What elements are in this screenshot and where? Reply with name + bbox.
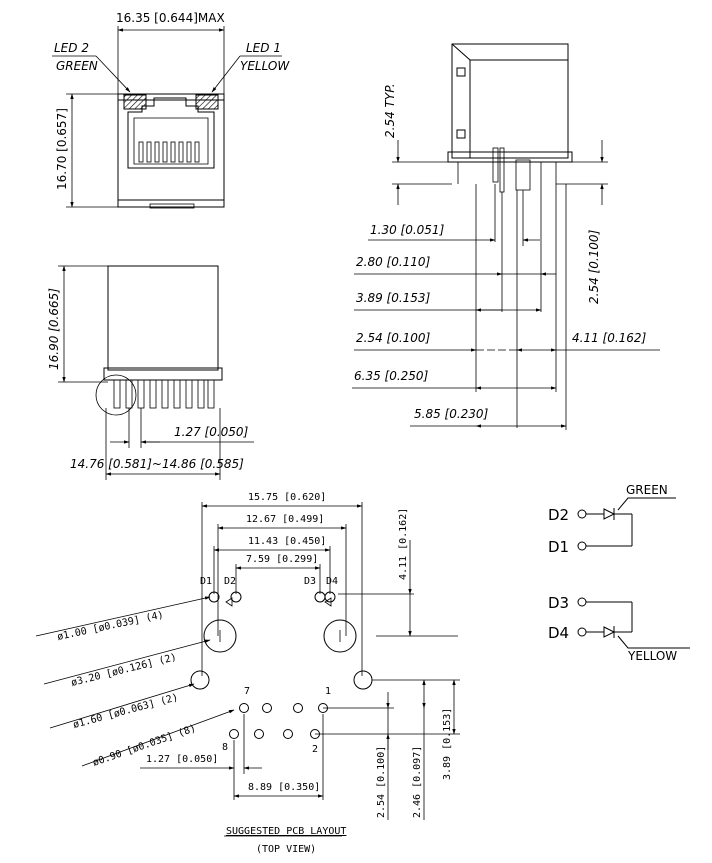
pcb-w-1143: 11.43 [0.450]	[248, 536, 326, 547]
schem-green: GREEN	[626, 483, 668, 497]
pcb-v-411: 4.11 [0.162]	[398, 508, 409, 580]
rear-pins	[113, 379, 215, 409]
pcb-subtitle: (TOP VIEW)	[256, 844, 316, 855]
shield-hole-right	[353, 670, 373, 690]
led-schematic: D2 GREEN D1 D3 D4 YELLOW	[548, 483, 690, 663]
dim-130: 1.30 [0.051]	[370, 223, 445, 237]
side-view: 2.54 TYP. 2.54 [0.100] 1.30 [0.051] 2.80…	[352, 43, 660, 430]
led2-window	[123, 94, 147, 110]
shield-hole-left	[190, 670, 210, 690]
pcb-d4: D4	[326, 576, 338, 587]
pcb-d1: D1	[200, 576, 212, 587]
d2-hole	[230, 591, 242, 603]
front-height-dim: 16.70 [0.657]	[55, 108, 69, 190]
pcb-w-759: 7.59 [0.299]	[246, 554, 318, 565]
rear-width-dim: 14.76 [0.581]~14.86 [0.585]	[70, 457, 244, 471]
led1-window	[195, 94, 219, 110]
pin-1: 1	[325, 686, 331, 697]
pcb-d3: D3	[304, 576, 316, 587]
pcb-w-1267: 12.67 [0.499]	[246, 514, 324, 525]
front-width-dim: 16.35 [0.644]MAX	[116, 11, 225, 25]
led2-label: LED 2	[54, 41, 89, 55]
mount-hole-right	[323, 619, 357, 653]
pcb-hole-320: ø3.20 [ø0.126] (2)	[70, 652, 178, 689]
side-body	[451, 43, 569, 159]
schem-d2: D2	[548, 506, 569, 524]
front-view: 16.35 [0.644]MAX 16.70 [0.657] LED 2 GRE…	[52, 11, 290, 209]
pcb-d2: D2	[224, 576, 236, 587]
pcb-hole-160: ø1.60 [ø0.063] (2)	[72, 692, 180, 731]
pin-2: 2	[312, 744, 318, 755]
schem-d4: D4	[548, 624, 569, 642]
rear-pitch-dim: 1.27 [0.050]	[174, 425, 249, 439]
pitch-typ-dim: 2.54 TYP.	[383, 83, 397, 138]
rear-view: 16.90 [0.665] 1.27 [0.050] 14.76 [0.581]…	[47, 265, 254, 480]
led1-label: LED 1	[246, 41, 281, 55]
dim-254-h: 2.54 [0.100]	[356, 331, 431, 345]
led2-color-label: GREEN	[56, 59, 98, 73]
mount-hole-left	[203, 619, 237, 653]
dim-635: 6.35 [0.250]	[354, 369, 429, 383]
pcb-v-389: 3.89 [0.153]	[442, 708, 453, 780]
dim-411: 4.11 [0.162]	[572, 331, 647, 345]
side-vertical-dim: 2.54 [0.100]	[587, 229, 601, 304]
signal-pins	[229, 703, 328, 739]
pcb-pitch: 1.27 [0.050]	[146, 754, 218, 765]
pcb-v-246: 2.46 [0.097]	[412, 746, 423, 818]
dim-280: 2.80 [0.110]	[356, 255, 431, 269]
schem-d1: D1	[548, 538, 569, 556]
dim-389: 3.89 [0.153]	[356, 291, 431, 305]
schem-yellow: YELLOW	[627, 649, 677, 663]
led1-color-label: YELLOW	[240, 59, 290, 73]
pcb-v-254: 2.54 [0.100]	[376, 746, 387, 818]
pcb-title: SUGGESTED PCB LAYOUT	[226, 826, 346, 837]
rear-height-dim: 16.90 [0.665]	[47, 288, 61, 370]
dim-585: 5.85 [0.230]	[414, 407, 489, 421]
rear-body	[107, 265, 219, 371]
pcb-hole-100: ø1.00 [ø0.039] (4)	[56, 610, 164, 643]
d4-hole	[324, 591, 336, 603]
pin-8: 8	[222, 742, 228, 753]
front-body	[117, 93, 225, 208]
pcb-layout: 15.75 [0.620] 12.67 [0.499] 11.43 [0.450…	[35, 492, 460, 855]
pin-7: 7	[244, 686, 250, 697]
pcb-w-1575: 15.75 [0.620]	[248, 492, 326, 503]
front-contacts	[138, 141, 200, 163]
pcb-w-889: 8.89 [0.350]	[248, 782, 320, 793]
schem-d3: D3	[548, 594, 569, 612]
